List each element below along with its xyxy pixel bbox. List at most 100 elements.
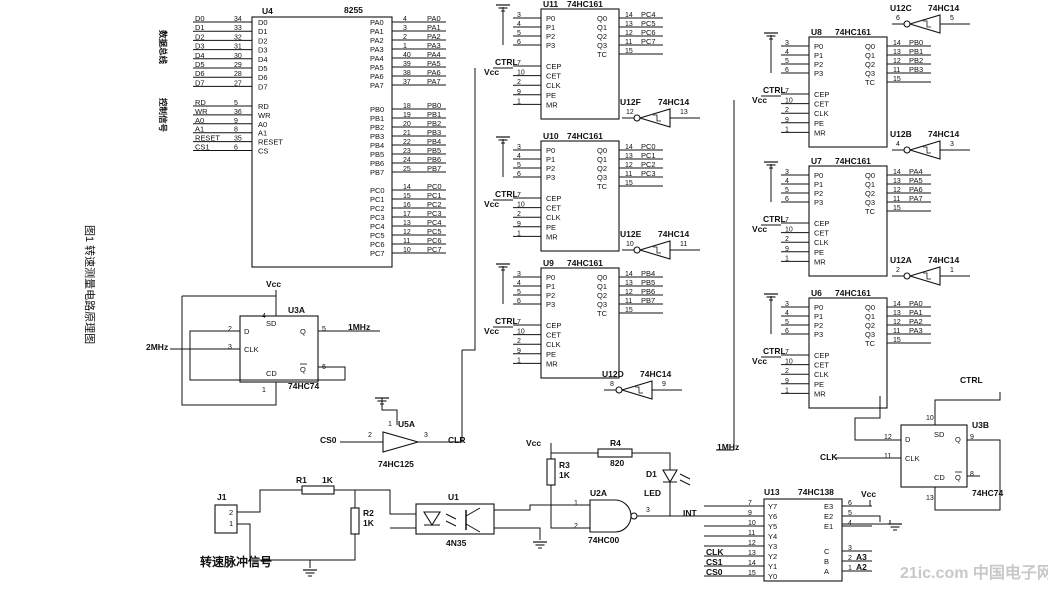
svg-text:1MHz: 1MHz xyxy=(348,322,370,332)
counter-part: 74HC161 xyxy=(567,258,603,268)
counter-pin-name: Q3 xyxy=(597,300,607,309)
counter-pin-name: CET xyxy=(814,361,829,370)
counter-pin-number: 10 xyxy=(517,329,525,336)
counter-pin-number: 2 xyxy=(517,211,521,218)
counter-ctrl-label: CTRL xyxy=(763,214,786,224)
u13-pin-name: Y2 xyxy=(768,552,777,561)
counter-pin-number: 10 xyxy=(785,98,793,105)
counter-pin-name: CLK xyxy=(546,213,561,222)
u4-right-pin-number: 25 xyxy=(403,166,411,173)
inverter-pin-number: 2 xyxy=(896,267,900,274)
counter-body xyxy=(540,8,620,120)
counter-body xyxy=(540,267,620,379)
u4-right-net-label: PC5 xyxy=(427,227,442,236)
counter-pin-name: CET xyxy=(546,72,561,81)
inverter-ref: U12B xyxy=(890,129,912,139)
counter-pin-number: 9 xyxy=(785,117,789,124)
u4-right-pin-name: PC4 xyxy=(370,222,385,231)
inverter-part: 74HC14 xyxy=(928,3,959,13)
svg-text:2: 2 xyxy=(368,432,372,439)
counter-pin-number: 6 xyxy=(517,298,521,305)
counter-pin-name: MR xyxy=(814,389,826,398)
u13-pin-name: E2 xyxy=(824,512,833,521)
counter-pin-number: 15 xyxy=(893,337,901,344)
counter-pin-name: P1 xyxy=(546,155,555,164)
u13-pin-number: 6 xyxy=(848,500,852,507)
svg-text:2: 2 xyxy=(229,508,233,517)
counter-ref: U9 xyxy=(543,258,554,268)
counter-pin-number: 2 xyxy=(785,107,789,114)
u4-left-pin-number: 9 xyxy=(234,118,238,125)
u4-right-net-label: PC1 xyxy=(427,191,442,200)
counter-pin-number: 13 xyxy=(893,178,901,185)
svg-text:10: 10 xyxy=(926,415,934,422)
u4-right-pin-number: 1 xyxy=(403,43,407,50)
svg-text:3: 3 xyxy=(424,432,428,439)
inverter-part: 74HC14 xyxy=(658,229,689,239)
counter-pin-name: Q0 xyxy=(865,303,875,312)
schmitt-symbol xyxy=(923,20,931,28)
counter-pin-number: 10 xyxy=(785,359,793,366)
counter-output-net: PA1 xyxy=(909,308,923,317)
u4-right-net-label: PA1 xyxy=(427,23,441,32)
u13-pin-name: Y1 xyxy=(768,562,777,571)
counter-pin-name: CEP xyxy=(814,351,829,360)
u4-right-pin-number: 38 xyxy=(403,70,411,77)
svg-text:74HC74: 74HC74 xyxy=(288,381,319,391)
counter-pin-name: PE xyxy=(814,380,824,389)
u4-left-net-label: D5 xyxy=(195,60,205,69)
u4-left-net-label: D6 xyxy=(195,69,205,78)
u4-right-net-label: PA5 xyxy=(427,59,441,68)
u4-right-pin-number: 39 xyxy=(403,61,411,68)
svg-text:74HC125: 74HC125 xyxy=(378,459,414,469)
u13-pin-number: 7 xyxy=(748,500,752,507)
counter-pin-name: Q2 xyxy=(865,60,875,69)
resistor-r2: R2 1K xyxy=(350,507,375,535)
u13-pin-name: A xyxy=(824,567,829,576)
flipflop-u3b: U3B 74HC74 SD D CLK Q CD Q 10 12 11 9 13… xyxy=(884,415,1003,502)
svg-text:U3A: U3A xyxy=(288,305,305,315)
counter-pin-number: 9 xyxy=(785,246,789,253)
data-bus-label: 数据总线 xyxy=(158,30,168,65)
u4-right-pin-name: PB0 xyxy=(370,105,384,114)
counter-vcc-label: Vcc xyxy=(484,326,499,336)
counter-pin-name: PE xyxy=(546,350,556,359)
counter-pin-name: Q3 xyxy=(865,69,875,78)
counter-pin-number: 5 xyxy=(785,187,789,194)
svg-text:74HC00: 74HC00 xyxy=(588,535,619,545)
svg-text:820: 820 xyxy=(610,458,624,468)
svg-text:1: 1 xyxy=(262,387,266,394)
svg-text:3: 3 xyxy=(646,507,650,514)
counter-ctrl-label: CTRL xyxy=(763,85,786,95)
figure-caption: 图1 转速测量电路原理图 xyxy=(83,225,97,344)
u4-right-pin-name: PC6 xyxy=(370,240,385,249)
u4-right-net-label: PB5 xyxy=(427,146,441,155)
u4-right-pin-name: PC7 xyxy=(370,249,385,258)
counter-output-net: PA6 xyxy=(909,185,923,194)
counter-pin-name: MR xyxy=(546,232,558,241)
counter-pin-name: Q0 xyxy=(597,14,607,23)
schmitt-symbol xyxy=(923,146,931,154)
counter-pin-number: 4 xyxy=(785,49,789,56)
counter-pin-number: 14 xyxy=(893,40,901,47)
u4-right-pin-name: PB3 xyxy=(370,132,384,141)
counter-pin-name: MR xyxy=(546,100,558,109)
u4-left-net-label: RESET xyxy=(195,134,220,143)
counter-pin-name: PE xyxy=(546,91,556,100)
u13-pin-number: 10 xyxy=(748,520,756,527)
counter-pin-name: P3 xyxy=(546,300,555,309)
counter-pin-name: CET xyxy=(814,100,829,109)
u4-left-pin-number: 29 xyxy=(234,62,242,69)
counter-pin-name: P2 xyxy=(546,32,555,41)
inverter-body xyxy=(620,380,653,400)
svg-text:1: 1 xyxy=(388,421,392,428)
counter-part: 74HC161 xyxy=(835,27,871,37)
counter-pin-name: Q1 xyxy=(865,180,875,189)
counter-pin-number: 7 xyxy=(517,60,521,67)
u4-left-pin-number: 30 xyxy=(234,53,242,60)
counter-part: 74HC161 xyxy=(835,288,871,298)
counter-output-net: PB6 xyxy=(641,287,655,296)
svg-text:13: 13 xyxy=(926,495,934,502)
